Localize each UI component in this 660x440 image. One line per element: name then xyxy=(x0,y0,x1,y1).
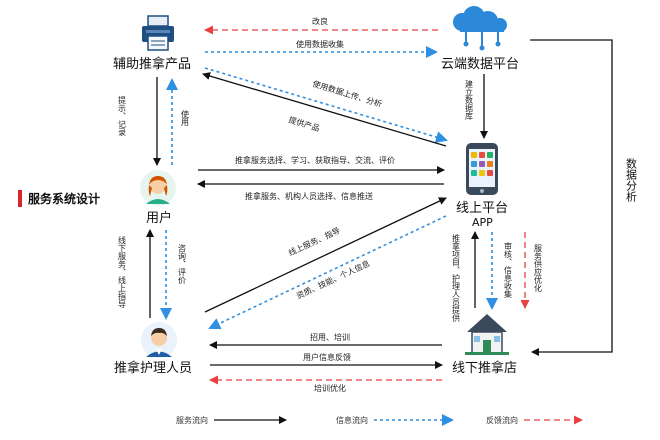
edge-online-service-label: 线上服务、指导 xyxy=(287,225,342,258)
node-platform-label: 线上平台 xyxy=(456,201,508,216)
node-user-label: 用户 xyxy=(146,210,172,226)
edge-data-analysis-label: 数据分析 xyxy=(625,158,638,203)
edge-project-supply-label: 推拿项目、护理人员提供 xyxy=(452,233,461,323)
node-cloud-label: 云端数据平台 xyxy=(441,57,519,72)
sidebar-accent-bar xyxy=(18,190,22,207)
legend-feedback-label: 反馈流向 xyxy=(486,415,518,425)
edge-service-select-label: 推拿服务选择、学习、获取指导、交流、评价 xyxy=(235,155,395,165)
edge-data-analysis-line xyxy=(530,39,613,356)
node-product-label: 辅助推拿产品 xyxy=(113,56,191,72)
edge-data-collect-label: 使用数据收集 xyxy=(296,39,344,49)
edge-data-upload-line xyxy=(204,67,448,143)
edge-supply-opt-label: 服务供应优化 xyxy=(534,244,543,293)
sidebar-title: 服务系统设计 xyxy=(28,191,100,206)
edge-info-push-label: 推拿服务、机构人员选择、信息推送 xyxy=(245,191,373,201)
edge-training-opt-label: 培训优化 xyxy=(314,383,346,393)
node-platform-sublabel: APP xyxy=(472,216,493,229)
cloud-network-icon xyxy=(453,6,507,51)
edge-gailiang-label: 改良 xyxy=(312,16,328,26)
edge-review-label: 审核、信息收集 xyxy=(504,241,513,299)
edge-recruit-label: 招用、培训 xyxy=(310,332,350,342)
edge-use-label: 使用 xyxy=(181,109,190,127)
edge-online-service-line xyxy=(204,197,447,313)
edge-data-upload-label: 使用数据上传、分析 xyxy=(311,78,383,109)
legend-service-label: 服务流向 xyxy=(176,415,208,425)
legend-info-label: 信息流向 xyxy=(336,415,368,425)
therapist-avatar-icon xyxy=(141,322,177,358)
printer-icon xyxy=(142,15,174,51)
user-avatar-icon xyxy=(140,170,176,206)
edge-user-feedback-label: 用户信息反馈 xyxy=(303,352,351,362)
node-therapist-label: 推拿护理人员 xyxy=(114,360,192,376)
edge-offline-service-label: 线下服务、线上指导 xyxy=(118,235,127,308)
edge-consult-label: 咨询、评价 xyxy=(178,243,187,284)
house-icon xyxy=(465,314,509,355)
smartphone-icon xyxy=(466,143,498,195)
node-store-label: 线下推拿店 xyxy=(452,360,517,376)
edge-prompt-record-label: 提示、记录 xyxy=(118,95,127,136)
edge-provide-product-label: 提供产品 xyxy=(287,114,321,133)
edge-build-db-label: 建立数据库 xyxy=(465,79,474,121)
edge-provide-product-line xyxy=(202,72,447,147)
edge-qualification-line xyxy=(208,215,447,330)
